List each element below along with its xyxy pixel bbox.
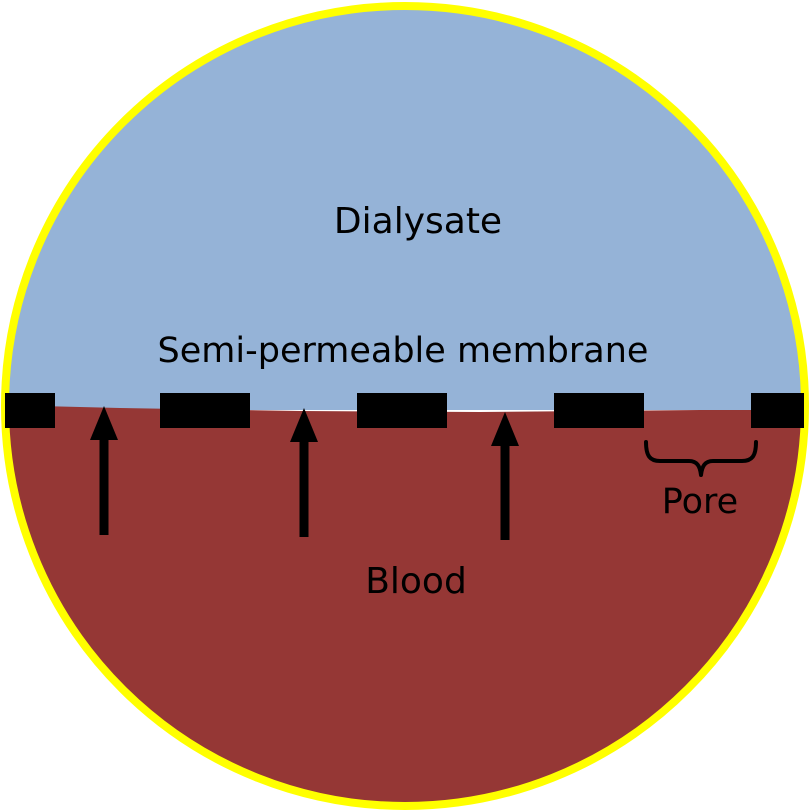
blood-region <box>5 405 805 806</box>
membrane-label: Semi-permeable membrane <box>158 331 649 371</box>
membrane-segment <box>357 393 447 428</box>
pore-label: Pore <box>662 482 738 522</box>
membrane-segment <box>160 393 250 428</box>
dialysate-label: Dialysate <box>334 201 502 242</box>
up-arrow-icon <box>290 408 318 537</box>
up-arrow-icon <box>90 406 118 535</box>
membrane-segment <box>554 393 644 428</box>
curly-brace-icon <box>644 440 758 477</box>
membrane-segment <box>751 393 804 428</box>
up-arrow-icon <box>491 412 519 540</box>
membrane-segment <box>5 393 55 428</box>
membrane <box>5 393 804 428</box>
blood-label: Blood <box>365 561 467 602</box>
flow-arrows <box>90 406 519 540</box>
